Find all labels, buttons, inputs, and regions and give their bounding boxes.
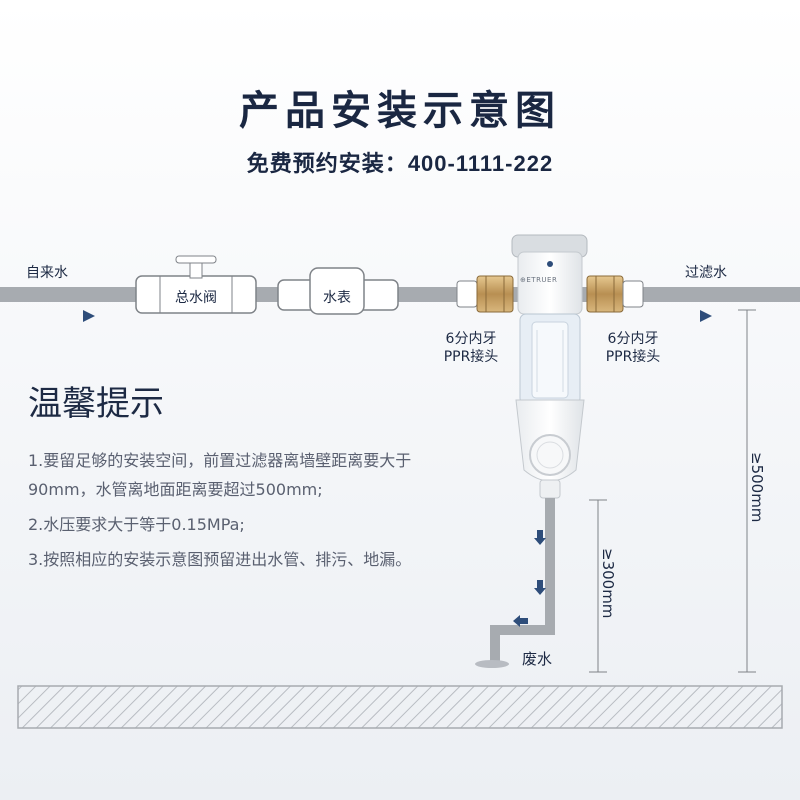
brand-label: ⊕ETRUER — [520, 276, 558, 284]
main-valve — [135, 255, 257, 314]
left-ppr-joint — [456, 275, 514, 313]
right-joint-line-1: 6分内牙 — [607, 331, 659, 347]
tips-list: 1.要留足够的安装空间，前置过滤器离墙壁距离要大于90mm，水管离地面距离要超过… — [28, 446, 448, 580]
drain-arrow-2-icon — [534, 580, 546, 595]
pre-filter — [511, 234, 588, 499]
tip-item: 2.水压要求大于等于0.15MPa; — [28, 515, 245, 534]
tip-item: 1.要留足够的安装空间，前置过滤器离墙壁距离要大于90mm，水管离地面距离要超过… — [28, 451, 412, 499]
waste-label: 废水 — [522, 650, 553, 668]
hotline-phone: 400-1111-222 — [407, 151, 554, 176]
dim-500-label: ≥500mm — [748, 452, 766, 523]
dim-300-line — [589, 499, 607, 673]
main-pipe — [0, 287, 800, 302]
right-ppr-joint — [586, 275, 644, 313]
drain-pipe — [490, 498, 555, 662]
dim-500-line — [738, 309, 756, 673]
left-joint-label: 6分内牙 PPR接头 — [432, 330, 510, 366]
water-meter — [277, 267, 399, 315]
tip-item: 3.按照相应的安装示意图预留进出水管、排污、地漏。 — [28, 550, 412, 569]
meter-label: 水表 — [323, 290, 351, 306]
main-valve-label: 总水阀 — [175, 290, 217, 306]
right-joint-line-2: PPR接头 — [605, 349, 661, 365]
drain-arrow-3-icon — [513, 615, 528, 627]
inlet-label: 自来水 — [26, 265, 68, 281]
tips-heading: 温馨提示 — [28, 384, 164, 424]
right-joint-label: 6分内牙 PPR接头 — [594, 330, 672, 366]
outlet-label: 过滤水 — [685, 265, 727, 281]
left-joint-line-1: 6分内牙 — [445, 331, 497, 347]
inlet-arrow-icon — [83, 310, 95, 322]
page-title: 产品安装示意图 — [239, 88, 561, 134]
dim-300-label: ≥300mm — [599, 548, 617, 619]
floor-drain — [475, 660, 509, 668]
drain-arrow-1-icon — [534, 530, 546, 545]
hotline-prefix: 免费预约安装： — [246, 152, 408, 177]
outlet-arrow-icon — [700, 310, 712, 322]
floor — [17, 685, 783, 729]
left-joint-line-2: PPR接头 — [443, 349, 499, 365]
install-hotline: 免费预约安装：400-1111-222 — [0, 146, 800, 178]
